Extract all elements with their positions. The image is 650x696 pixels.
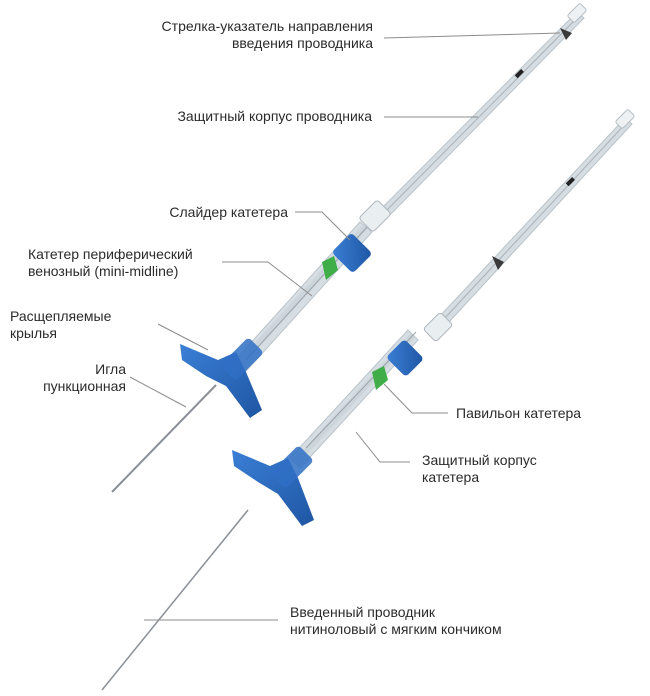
label-split-wings: Расщепляемые крылья [10, 308, 111, 342]
label-arrow-indicator-line2: введения проводника [231, 35, 373, 51]
label-nitinol-guidewire-line2: нитиноловый с мягким кончиком [290, 621, 502, 637]
leader-arrow [383, 32, 561, 39]
device-upper [111, 3, 587, 493]
catheter-hub-lower [372, 366, 388, 390]
device-lower [101, 109, 635, 691]
leader-slider [295, 211, 351, 241]
label-catheter-slider: Слайдер катетера [169, 204, 288, 221]
label-split-wings-line2: крылья [10, 325, 58, 341]
leader-catheter-housing [355, 431, 410, 463]
label-catheter-housing-line2: катетера [422, 469, 480, 485]
catheter-slider-lower [387, 340, 423, 376]
label-catheter-housing-line1: Защитный корпус [422, 452, 537, 468]
arrow-indicator-lower [492, 256, 504, 270]
label-guidewire-housing-line1: Защитный корпус проводника [177, 108, 372, 124]
split-wings-upper [180, 344, 262, 418]
label-peripheral-catheter-line2: венозный (mini-midline) [28, 263, 179, 279]
label-catheter-hub: Павильон катетера [456, 405, 581, 422]
label-catheter-hub-line1: Павильон катетера [456, 405, 582, 421]
nitinol-guidewire [101, 509, 249, 691]
leader-wings [157, 323, 209, 351]
label-puncture-needle: Игла пункционная [43, 361, 126, 395]
label-nitinol-guidewire: Введенный проводник нитиноловый с мягким… [290, 604, 502, 638]
label-arrow-indicator: Стрелка-указатель направления введения п… [162, 18, 373, 52]
label-split-wings-line1: Расщепляемые [10, 308, 112, 324]
label-catheter-housing: Защитный корпус катетера [422, 452, 537, 486]
leader-hub [383, 383, 448, 414]
label-peripheral-catheter-line1: Катетер периферический [28, 246, 193, 262]
label-nitinol-guidewire-line1: Введенный проводник [290, 604, 436, 620]
label-peripheral-catheter: Катетер периферический венозный (mini-mi… [28, 246, 193, 280]
label-puncture-needle-line2: пункционная [43, 378, 126, 394]
label-arrow-indicator-line1: Стрелка-указатель направления [161, 18, 373, 34]
arrow-indicator-upper [560, 28, 572, 40]
label-puncture-needle-line1: Игла [95, 361, 126, 377]
label-catheter-slider-line1: Слайдер катетера [169, 204, 288, 220]
label-guidewire-housing: Защитный корпус проводника [177, 108, 372, 125]
leader-needle [129, 376, 187, 408]
leader-lines [129, 32, 561, 621]
needle-upper [111, 384, 217, 493]
catheter-slider-upper [333, 234, 371, 272]
leader-catheter [222, 261, 313, 297]
catheter-hub-upper [322, 256, 338, 280]
